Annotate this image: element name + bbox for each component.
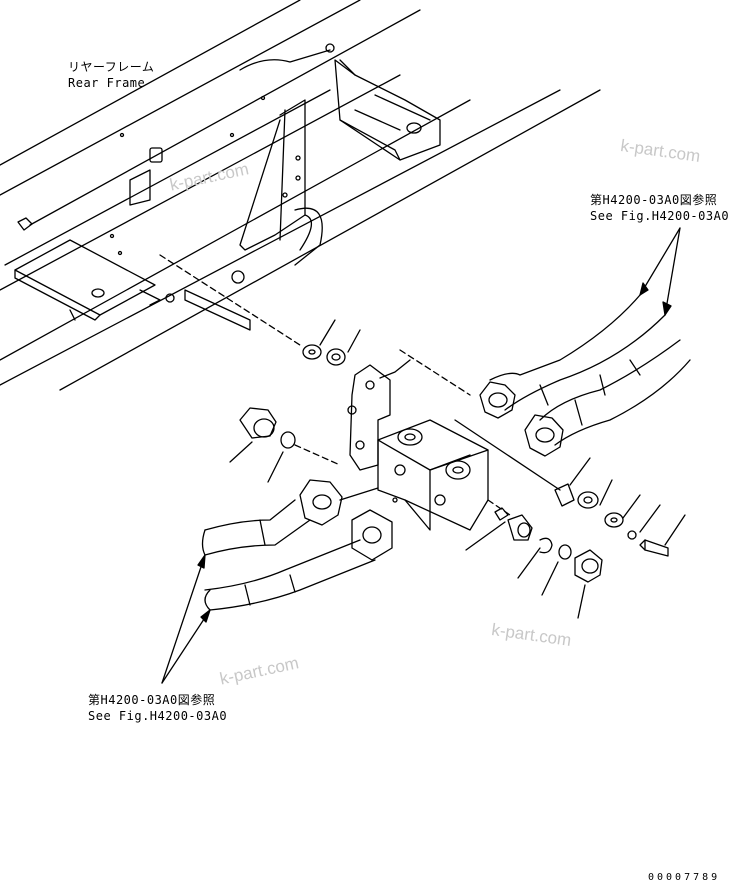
valve-block — [377, 419, 489, 531]
rear-frame-label-en: Rear Frame — [68, 76, 146, 90]
reference-top-jp: 第H4200-03A0図参照 — [590, 193, 718, 207]
document-number: 00007789 — [648, 872, 721, 883]
reference-bottom-en: See Fig.H4200-03A0 — [88, 709, 228, 723]
rear-frame — [0, 0, 601, 391]
lower-hoses — [201, 479, 393, 611]
reference-top-en: See Fig.H4200-03A0 — [590, 209, 730, 223]
rear-frame-label-jp: リヤーフレーム — [68, 60, 155, 74]
washer-pair-top — [159, 254, 361, 366]
right-small-parts — [465, 457, 686, 619]
upper-hoses — [399, 294, 691, 491]
left-plug — [229, 407, 341, 483]
reference-arrows — [161, 227, 681, 684]
reference-bottom-jp: 第H4200-03A0図参照 — [88, 693, 216, 707]
